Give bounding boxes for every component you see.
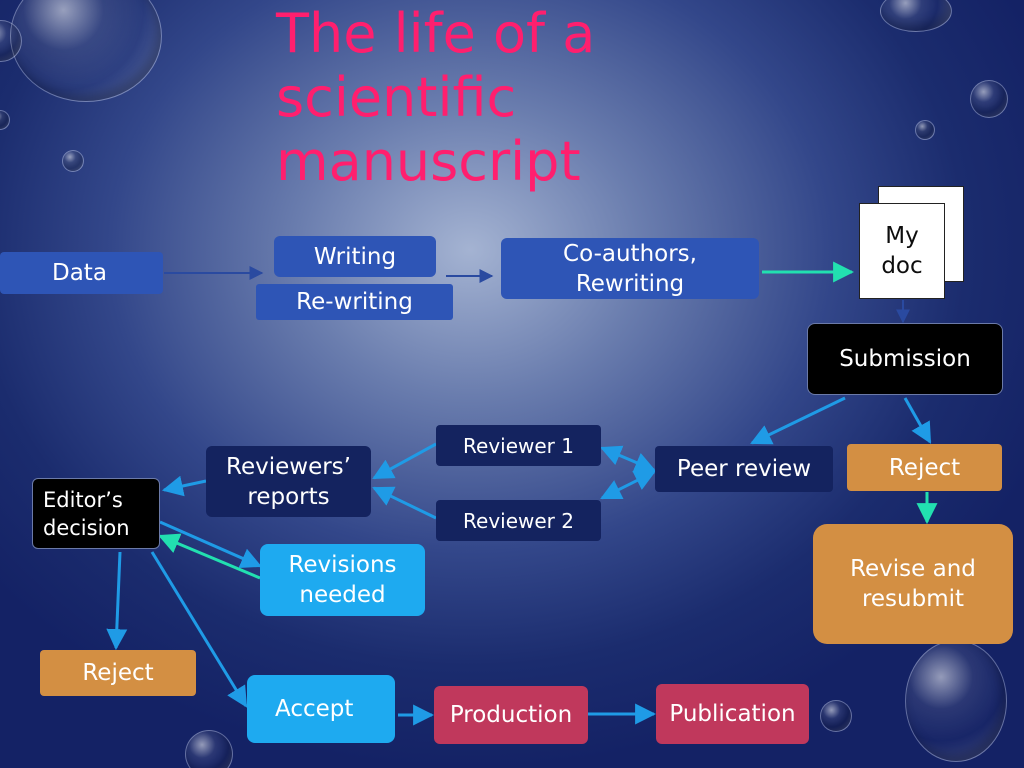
- droplet-decoration: [10, 0, 162, 102]
- arrow-editor-to-revisions: [159, 520, 262, 568]
- node-rewriting: Re-writing: [256, 284, 453, 320]
- droplet-decoration: [905, 640, 1007, 762]
- arrow-peer-to-reviewer1: [600, 445, 656, 473]
- droplet-decoration: [820, 700, 852, 732]
- arrow-reviewer2-to-reports: [372, 486, 437, 520]
- node-reviewer-2: Reviewer 2: [436, 500, 601, 541]
- slide-title: The life of a scientific manuscript: [276, 2, 596, 193]
- node-writing: Writing: [274, 236, 436, 277]
- node-accept: Accept: [247, 675, 395, 743]
- node-publication: Publication: [656, 684, 809, 744]
- node-coauthors-rewriting: Co-authors, Rewriting: [501, 238, 759, 299]
- node-production: Production: [434, 686, 588, 744]
- droplet-decoration: [185, 730, 233, 768]
- arrow-editor-to-accept: [150, 551, 248, 708]
- node-reject-bottom: Reject: [40, 650, 196, 696]
- arrow-reviewer1-to-reports: [372, 442, 437, 480]
- node-editors-decision: Editor’s decision: [32, 478, 160, 549]
- node-peer-review: Peer review: [655, 446, 833, 492]
- arrow-revisions-to-editor: [158, 533, 261, 580]
- arrow-submission-to-peer-review: [750, 396, 846, 445]
- node-submission: Submission: [807, 323, 1003, 395]
- droplet-decoration: [915, 120, 935, 140]
- arrow-editor-to-reject: [106, 551, 128, 651]
- arrow-peer-to-reviewer2: [600, 470, 656, 500]
- node-revise-resubmit: Revise and resubmit: [813, 524, 1013, 644]
- node-reviewer-1: Reviewer 1: [436, 425, 601, 466]
- droplet-decoration: [970, 80, 1008, 118]
- droplet-decoration: [62, 150, 84, 172]
- node-revisions-needed: Revisions needed: [260, 544, 425, 616]
- node-my-doc: My doc: [859, 203, 945, 299]
- node-reviewers-reports: Reviewers’ reports: [206, 446, 371, 517]
- arrow-reports-to-editor: [161, 475, 207, 497]
- node-reject-top: Reject: [847, 444, 1002, 491]
- node-data: Data: [0, 252, 163, 294]
- arrow-submission-to-reject: [903, 397, 932, 444]
